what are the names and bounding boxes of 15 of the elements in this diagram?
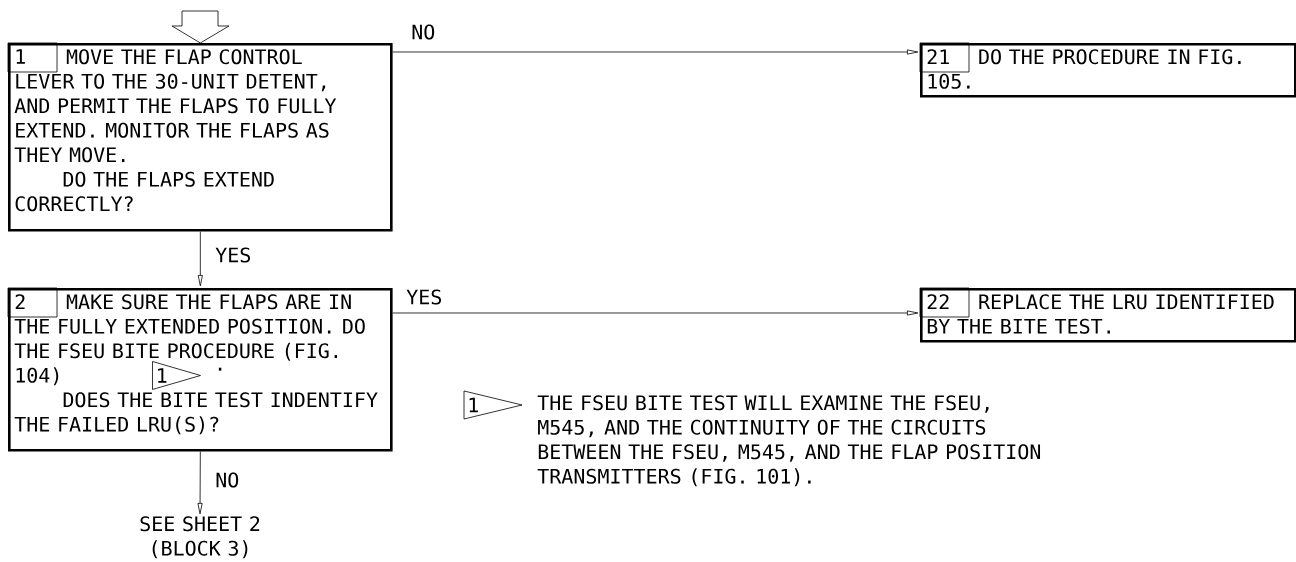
edge-label: YES [214, 246, 253, 264]
edge-label: NO [410, 23, 437, 41]
process-box: 21 DO THE PROCEDURE IN FIG. 105. [919, 42, 1296, 98]
edge-label: NO [214, 471, 241, 489]
period-text: . [218, 367, 222, 371]
note-text: THE FSEU BITE TEST WILL EXAMINE THE FSEU, M545, AND THE CONTINUITY OF THE CIRCUITS BETWEEN THE FSEU, M545, AND THE FLAP POSITION TRANSMITTERS (FIG. 101). [537, 395, 1040, 487]
edge-label: YES [405, 288, 444, 306]
arrow [392, 310, 919, 316]
arrow [197, 451, 203, 515]
arrow [392, 49, 919, 55]
note-text: SEE SHEET 2 (BLOCK 3) [140, 516, 260, 559]
process-box: 22 REPLACE THE LRU IDENTIFIED BY THE BITE TEST. [919, 287, 1296, 343]
entry-arrow [171, 10, 230, 44]
process-box: 1 MOVE THE FLAP CONTROL LEVER TO THE 30-UNIT DETENT, AND PERMIT THE FLAPS TO FULLY EXTEND. MONITOR THE FLAPS AS THEY MOVE. DO THE FLAPS EXTEND CORRECTLY? [7, 42, 393, 232]
arrow [197, 231, 203, 287]
